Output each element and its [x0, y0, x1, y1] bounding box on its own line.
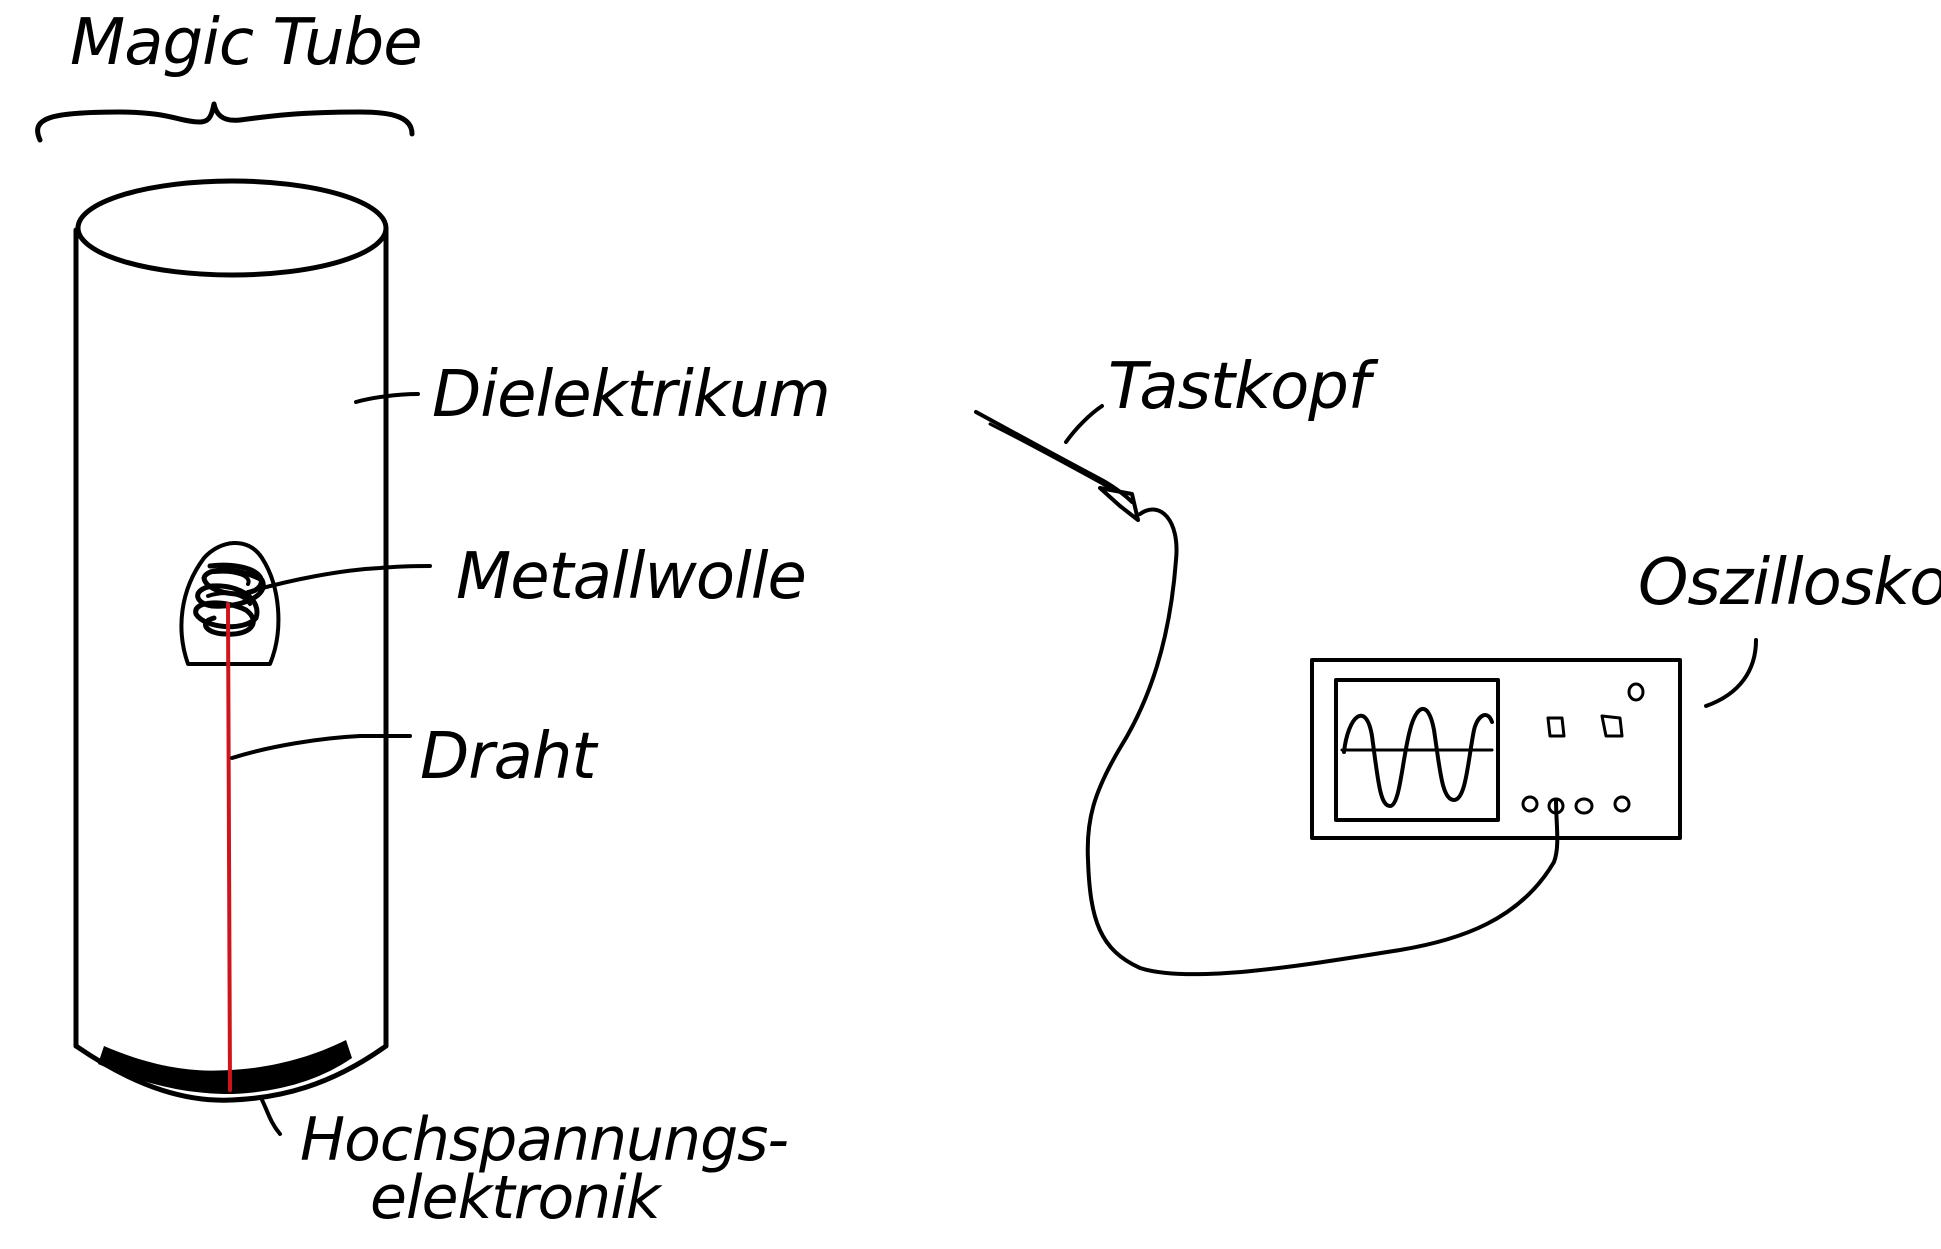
label-scope: Oszilloskop	[1638, 546, 1941, 620]
wire-red	[226, 602, 232, 1092]
leader-hv	[260, 1098, 282, 1136]
oscilloscope-screen	[1334, 678, 1500, 822]
label-probe: Tastkopf	[1108, 350, 1379, 424]
screen-sine-wave	[1342, 706, 1494, 808]
probe-cable	[1085, 507, 1560, 977]
metal-wool-chamber	[179, 541, 281, 666]
label-dielectric: Dielektrikum	[432, 358, 830, 432]
knob-square-2	[1600, 714, 1624, 738]
connector-4	[1613, 795, 1631, 813]
leader-scope	[1704, 638, 1758, 708]
connector-1	[1521, 795, 1539, 813]
label-wire: Draht	[420, 720, 599, 794]
oscilloscope-case	[1310, 658, 1682, 840]
knob-square-1	[1546, 716, 1566, 738]
magic-tube	[73, 178, 389, 1103]
label-hv-line1: Hochspannungs-	[300, 1105, 788, 1175]
title-label: Magic Tube	[70, 6, 422, 80]
probe	[974, 404, 1560, 977]
knob-small	[1627, 682, 1645, 702]
title-brace	[35, 101, 415, 143]
connector-2	[1547, 797, 1565, 815]
leader-dielectric	[354, 392, 420, 404]
connector-3	[1574, 797, 1594, 815]
leader-wire	[230, 734, 412, 760]
tube-bottom	[73, 1043, 389, 1103]
oscilloscope	[1310, 638, 1758, 840]
probe-tip-inner	[988, 422, 1112, 490]
leader-metal-wool	[246, 564, 432, 594]
label-hv-line2: elektronik	[370, 1163, 663, 1233]
probe-body	[1098, 486, 1140, 522]
tube-top-opening	[75, 178, 389, 278]
high-voltage-electronics	[98, 1040, 352, 1094]
metal-wool	[193, 562, 266, 637]
label-metal-wool: Metallwolle	[456, 540, 806, 614]
leader-probe	[1064, 404, 1104, 444]
